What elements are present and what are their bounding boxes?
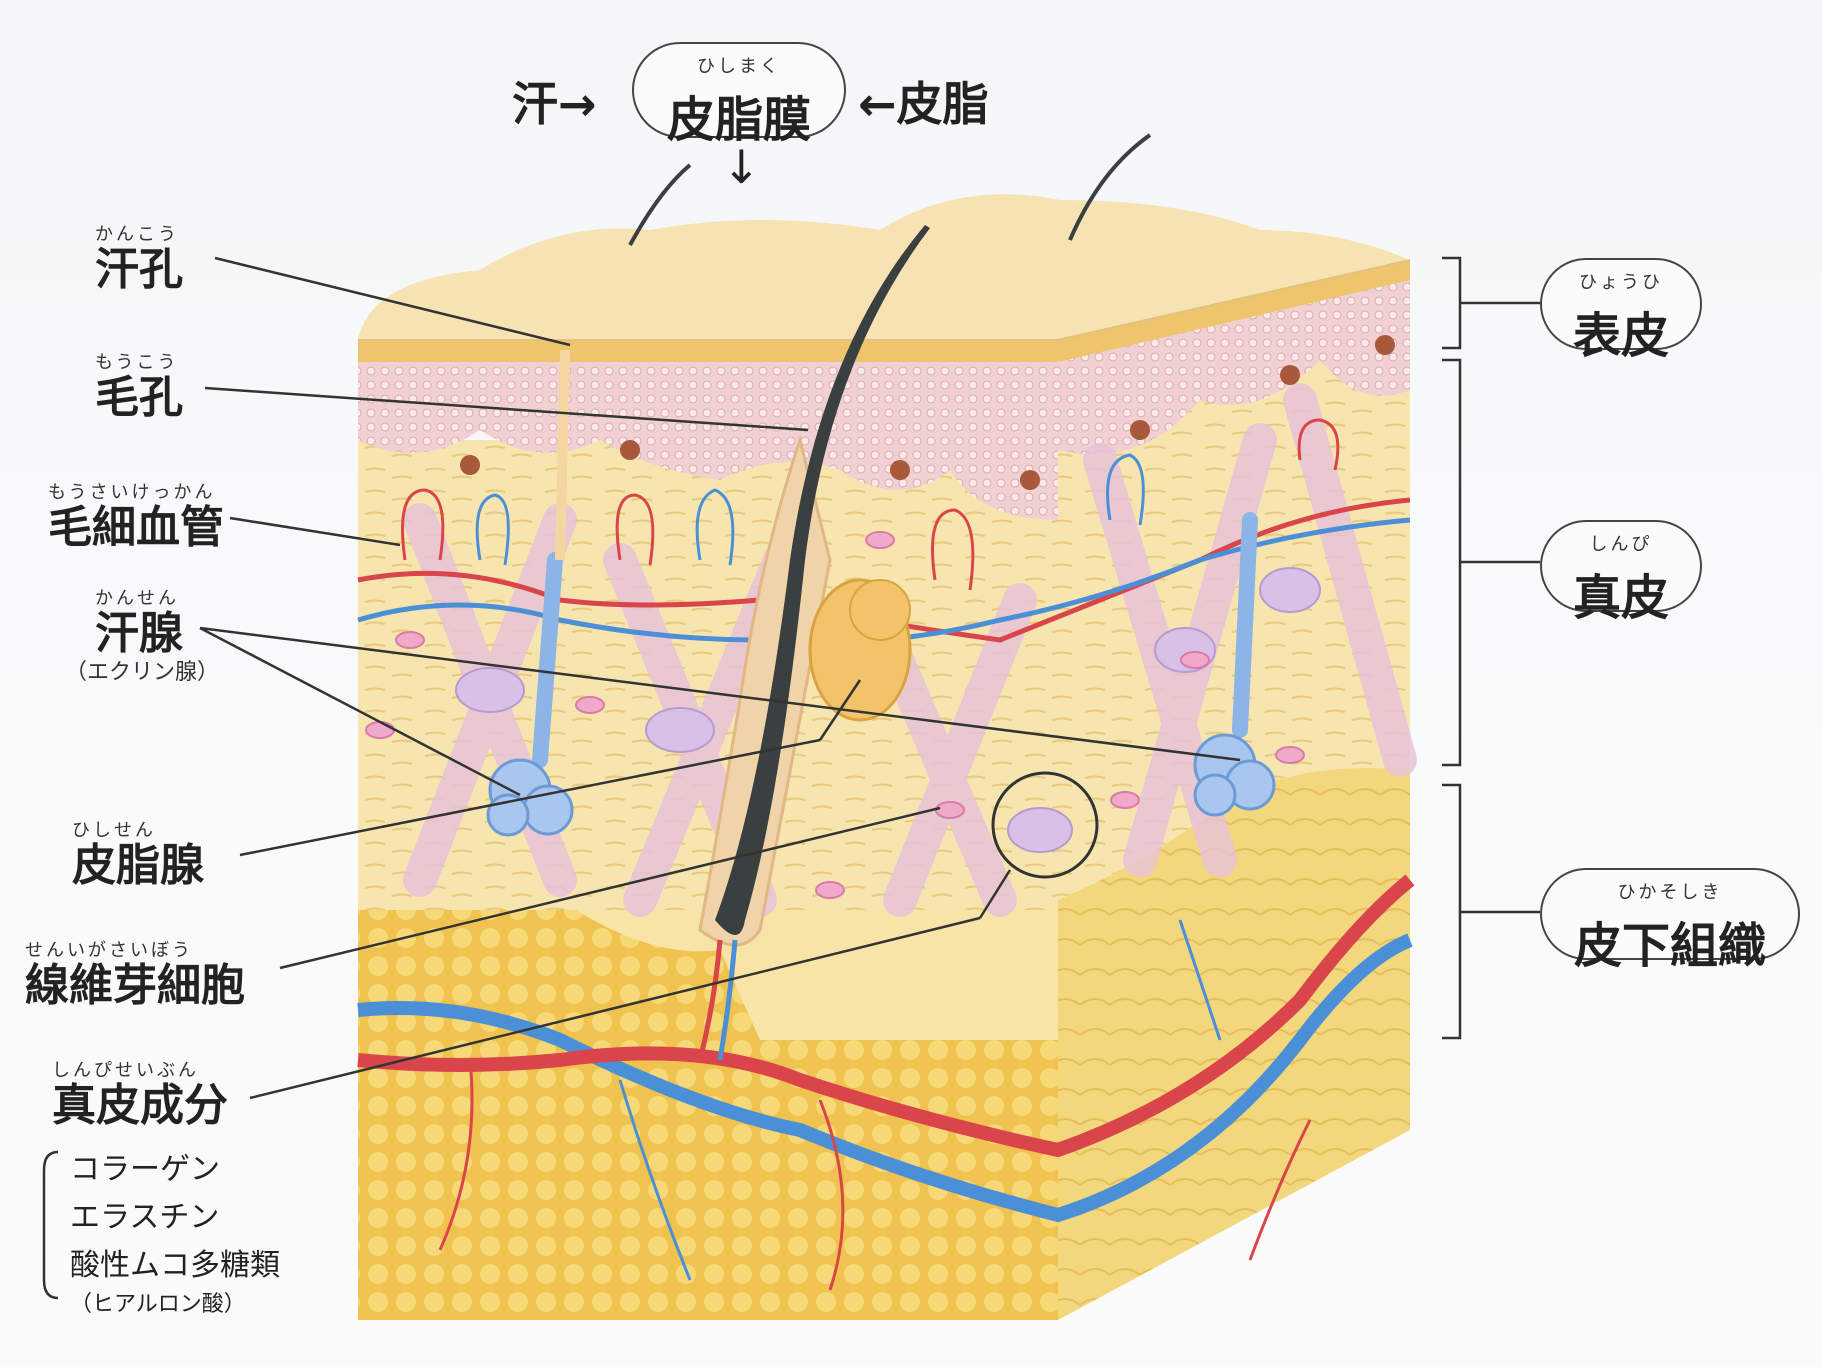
sebum-film-ruby: ひしまく <box>634 52 844 78</box>
sweat-label: 汗→ <box>512 68 597 134</box>
label-dermis-components: しんぴせいぶん 真皮成分 <box>52 1062 228 1128</box>
sweat-duct <box>560 350 565 560</box>
sebaceous-gland <box>810 580 910 720</box>
label-epidermis: ひょうひ 表皮 <box>1540 258 1702 350</box>
stratum-corneum-front <box>358 340 1058 362</box>
label-sebaceous-gland: ひしせん 皮脂腺 <box>72 822 204 888</box>
sebum-label: ←皮脂 <box>858 68 989 134</box>
components-bracket <box>44 1152 58 1298</box>
label-subcutis: ひかそしき 皮下組織 <box>1540 868 1800 960</box>
component-item: 酸性ムコ多糖類 <box>70 1242 280 1290</box>
label-fibroblast: せんいがさいぼう 線維芽細胞 <box>25 942 245 1008</box>
component-item: （ヒアルロン酸） <box>70 1290 280 1320</box>
component-item: コラーゲン <box>70 1146 280 1194</box>
sebum-film-oval: ひしまく 皮脂膜 <box>632 42 846 138</box>
component-item: エラスチン <box>70 1194 280 1242</box>
label-sweat-gland: かんせん 汗腺 （エクリン腺） <box>95 590 219 684</box>
label-capillary: もうさいけっかん 毛細血管 <box>48 484 224 550</box>
label-pore: もうこう 毛孔 <box>95 354 183 420</box>
label-dermis: しんぴ 真皮 <box>1540 520 1702 612</box>
down-arrow: ↓ <box>722 140 761 194</box>
label-sweat-pore: かんこう 汗孔 <box>95 226 183 292</box>
layer-brackets <box>1442 258 1540 1038</box>
components-list: コラーゲン エラスチン 酸性ムコ多糖類 （ヒアルロン酸） <box>70 1146 280 1320</box>
